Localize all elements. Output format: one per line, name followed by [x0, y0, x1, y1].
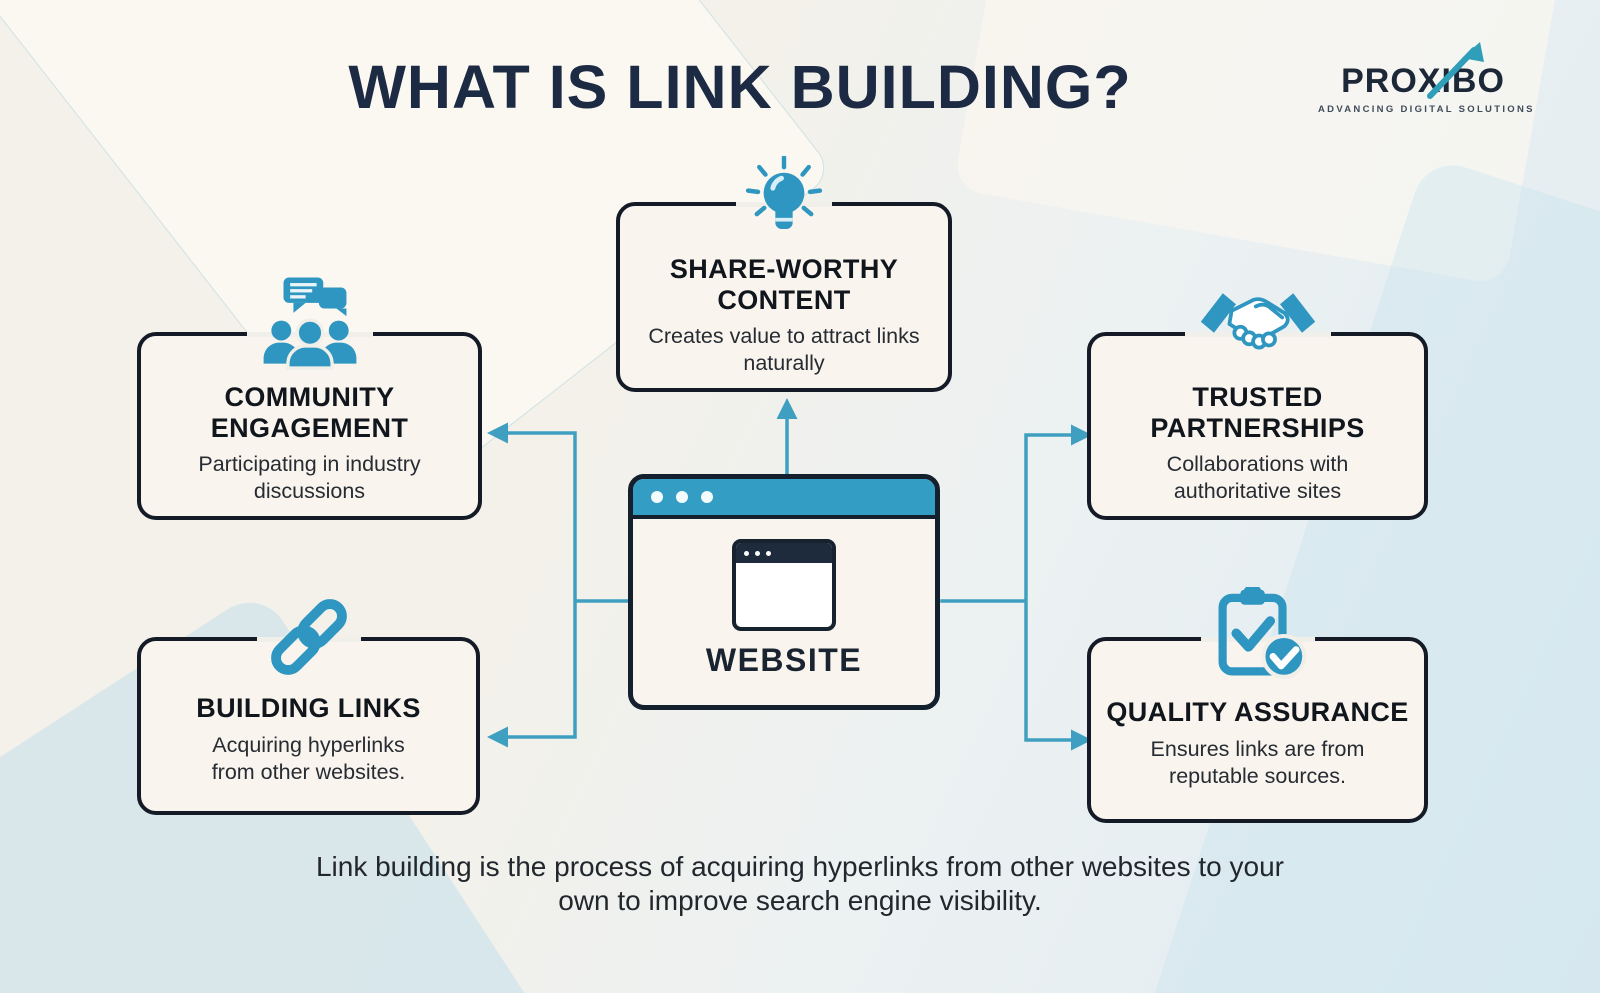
brand-name: PROXIBO: [1341, 62, 1505, 100]
community-chat-icon: [257, 276, 363, 374]
webpage-icon: [732, 539, 836, 631]
card-trusted-partnerships: TRUSTED PARTNERSHIPS Collaborations with…: [1087, 293, 1428, 520]
card-quality-assurance: QUALITY ASSURANCE Ensures links are from…: [1087, 584, 1428, 823]
browser-dot: [676, 491, 688, 503]
caption-text: Link building is the process of acquirin…: [315, 851, 1285, 916]
card-building-links: BUILDING LINKS Acquiring hyperlinks from…: [137, 599, 480, 815]
page-title: WHAT IS LINK BUILDING?: [348, 53, 1132, 121]
browser-dot: [651, 491, 663, 503]
card-subtitle: Acquiring hyperlinks from other websites…: [211, 732, 406, 784]
left-connector-line: [504, 431, 630, 739]
card-subtitle: Ensures links are from reputable sources…: [1150, 736, 1365, 788]
browser-titlebar: [633, 479, 935, 519]
webpage-icon-titlebar: [736, 543, 832, 563]
right-connector-line: [940, 433, 1075, 742]
arrowhead-to-building: [487, 726, 508, 748]
chain-link-icon: [261, 591, 357, 683]
webpage-dot: [766, 550, 771, 556]
card-subtitle: Participating in industry discussions: [198, 452, 421, 504]
website-browser-graphic: WEBSITE: [628, 474, 940, 710]
card-title: QUALITY ASSURANCE: [1106, 697, 1409, 727]
lightbulb-icon: [744, 155, 824, 250]
arrowhead-to-community: [487, 422, 508, 444]
card-title: SHARE-WORTHY CONTENT: [669, 254, 899, 315]
browser-dot: [701, 491, 713, 503]
card-subtitle: Collaborations with authoritative sites: [1166, 452, 1349, 504]
webpage-dot: [755, 550, 760, 556]
growth-arrow-icon: [1427, 42, 1484, 99]
arrowhead-to-share: [776, 398, 798, 419]
brand-logo: PROXIBO ADVANCING DIGITAL SOLUTIONS: [1318, 42, 1535, 115]
browser-body: WEBSITE: [633, 519, 935, 679]
card-title: COMMUNITY ENGAGEMENT: [210, 382, 409, 443]
webpage-dot: [744, 550, 749, 556]
card-subtitle: Creates value to attract links naturally: [648, 324, 920, 376]
card-community-engagement: COMMUNITY ENGAGEMENT Participating in in…: [137, 277, 482, 520]
brand-tagline: ADVANCING DIGITAL SOLUTIONS: [1318, 104, 1535, 115]
card-title: TRUSTED PARTNERSHIPS: [1150, 382, 1365, 443]
handshake-icon: [1192, 280, 1324, 368]
card-title: BUILDING LINKS: [196, 693, 421, 723]
website-label: WEBSITE: [705, 642, 863, 678]
clipboard-check-icon: [1206, 584, 1310, 685]
card-share-worthy-content: SHARE-WORTHY CONTENT Creates value to at…: [616, 155, 952, 392]
